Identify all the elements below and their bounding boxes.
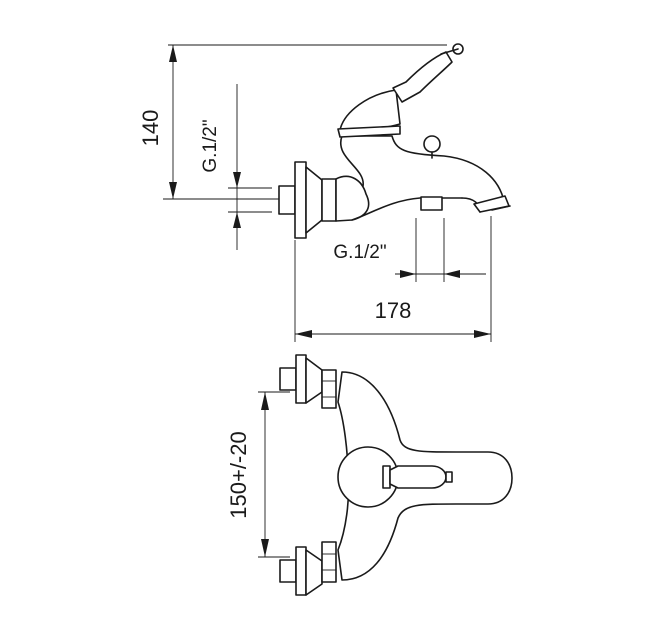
inlet-thread-arrow-bottom (233, 212, 241, 228)
lever-top (389, 465, 447, 489)
lever-hub (382, 465, 391, 489)
upper-inlet-nipple (279, 367, 297, 391)
length-arrow-right (474, 330, 491, 338)
side-view: 140 G.1/2" (138, 43, 511, 342)
cartridge-dome (339, 89, 401, 132)
lower-flange (295, 546, 307, 596)
spout-top (339, 135, 505, 203)
diverter-knob (423, 135, 441, 153)
inlet-thread-arrow-top (233, 172, 241, 188)
outlet-thread-arrow-right (444, 270, 460, 278)
inlet-nipple (278, 185, 296, 215)
flange-cone (305, 166, 323, 234)
center-distance-arrow-bottom (261, 539, 269, 557)
nut (321, 178, 337, 222)
length-arrow-left (295, 330, 312, 338)
upper-flange (295, 354, 307, 404)
upper-nut (321, 369, 337, 409)
center-distance-arrow-top (261, 392, 269, 410)
height-arrow-top (169, 45, 177, 62)
lower-nut (321, 541, 337, 583)
spout-tip-edge (491, 205, 511, 211)
lever-handle (392, 51, 453, 103)
cartridge-base (337, 125, 401, 138)
lower-flange-cone (305, 549, 323, 596)
outlet-nipple (420, 196, 443, 211)
inlet-thread-label: G.1/2" (200, 119, 221, 172)
lever-neck (440, 48, 459, 55)
lever-tip-top (445, 471, 453, 483)
center-distance-label: 150+/-20 (226, 431, 251, 518)
lower-inlet-nipple (279, 559, 297, 583)
wall-flange (294, 161, 307, 239)
upper-flange-cone (305, 357, 323, 404)
height-label: 140 (138, 110, 163, 147)
outlet-thread-arrow-left (400, 270, 416, 278)
spout-underside (351, 197, 463, 221)
length-label: 178 (375, 298, 412, 323)
top-view: 150+/-20 (226, 354, 513, 596)
height-arrow-bottom (169, 182, 177, 199)
outlet-thread-label: G.1/2" (333, 242, 386, 263)
